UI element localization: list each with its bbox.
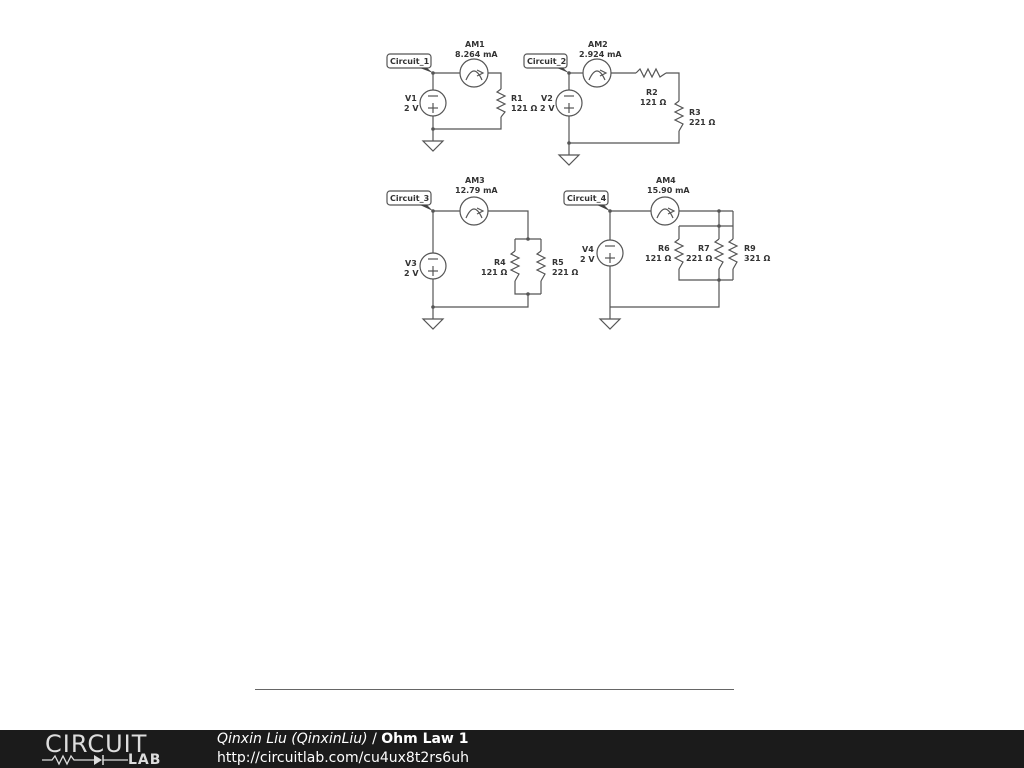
svg-text:321 Ω: 321 Ω (744, 254, 770, 263)
svg-text:R7: R7 (698, 244, 710, 253)
svg-text:R2: R2 (646, 88, 658, 97)
circuitlab-logo[interactable]: CIRCUIT LAB (42, 730, 182, 768)
logo-sub-text: LAB (128, 752, 162, 768)
voltage-source[interactable]: V4 2 V (580, 239, 624, 267)
net-tag[interactable]: Circuit_4 (563, 190, 610, 211)
divider (255, 689, 734, 690)
resistor[interactable]: R2 121 Ω (635, 67, 666, 107)
svg-text:Circuit_4: Circuit_4 (567, 194, 607, 203)
svg-text:R1: R1 (511, 94, 523, 103)
svg-text:R4: R4 (494, 258, 506, 267)
net-tag[interactable]: Circuit_1 (386, 53, 433, 73)
svg-text:121 Ω: 121 Ω (511, 104, 537, 113)
circuit-2: Circuit_2 V2 2 V AM2 2.924 mA R2 (523, 40, 715, 166)
ground-symbol (598, 318, 622, 330)
ground-symbol (557, 154, 581, 166)
logo-resistor-diode-icon (42, 754, 128, 766)
logo-text: CIRCUIT (45, 730, 148, 758)
circuit-3: Circuit_3 V3 2 V AM3 12.79 mA (386, 176, 578, 330)
ground-symbol (421, 318, 445, 330)
svg-text:AM3: AM3 (465, 176, 485, 185)
svg-text:221 Ω: 221 Ω (686, 254, 712, 263)
schematic-canvas: Circuit_1 V1 2 V AM1 8.264 mA R1 121 (386, 40, 770, 330)
separator: / (372, 731, 377, 747)
ground-symbol (421, 140, 445, 152)
net-tag[interactable]: Circuit_2 (523, 53, 569, 73)
ammeter[interactable]: AM1 8.264 mA (455, 40, 498, 88)
resistor[interactable]: R9 321 Ω (727, 238, 770, 270)
resistor[interactable]: R4 121 Ω (481, 250, 521, 282)
svg-text:2 V: 2 V (404, 269, 419, 278)
net-tag[interactable]: Circuit_3 (386, 190, 433, 211)
svg-text:2 V: 2 V (580, 255, 595, 264)
resistor[interactable]: R1 121 Ω (495, 88, 537, 118)
svg-text:R6: R6 (658, 244, 670, 253)
svg-text:V3: V3 (405, 259, 417, 268)
author-line: Qinxin Liu (QinxinLiu) / Ohm Law 1 (217, 731, 468, 747)
svg-text:V4: V4 (582, 245, 594, 254)
circuit-4: Circuit_4 V4 2 V (563, 176, 770, 330)
svg-text:2 V: 2 V (404, 104, 419, 113)
svg-text:Circuit_1: Circuit_1 (390, 57, 430, 66)
svg-text:221 Ω: 221 Ω (689, 118, 715, 127)
svg-text:8.264 mA: 8.264 mA (455, 50, 498, 59)
svg-text:R3: R3 (689, 108, 701, 117)
svg-text:12.79 mA: 12.79 mA (455, 186, 498, 195)
ammeter[interactable]: AM2 2.924 mA (579, 40, 622, 88)
svg-text:2 V: 2 V (540, 104, 555, 113)
circuit-1: Circuit_1 V1 2 V AM1 8.264 mA R1 121 (386, 40, 537, 152)
voltage-source[interactable]: V3 2 V (404, 252, 447, 280)
ammeter[interactable]: AM3 12.79 mA (455, 176, 498, 226)
svg-text:V2: V2 (541, 94, 553, 103)
footer-bar: CIRCUIT LAB Qinxin Liu (QinxinLiu) / Ohm… (0, 730, 1024, 768)
svg-text:V1: V1 (405, 94, 417, 103)
resistor[interactable]: R7 221 Ω (686, 238, 725, 270)
svg-text:AM4: AM4 (656, 176, 676, 185)
svg-text:Circuit_3: Circuit_3 (390, 194, 429, 203)
voltage-source[interactable]: V2 2 V (540, 89, 583, 117)
resistor[interactable]: R5 221 Ω (535, 250, 578, 282)
circuit-url[interactable]: http://circuitlab.com/cu4ux8t2rs6uh (217, 750, 469, 766)
svg-text:Circuit_2: Circuit_2 (527, 57, 566, 66)
svg-text:R5: R5 (552, 258, 564, 267)
resistor[interactable]: R3 221 Ω (673, 100, 715, 132)
svg-text:2.924 mA: 2.924 mA (579, 50, 622, 59)
svg-text:R9: R9 (744, 244, 756, 253)
voltage-source[interactable]: V1 2 V (404, 89, 447, 117)
svg-text:15.90 mA: 15.90 mA (647, 186, 690, 195)
svg-text:AM1: AM1 (465, 40, 485, 49)
svg-text:121 Ω: 121 Ω (481, 268, 507, 277)
author-name[interactable]: Qinxin Liu (QinxinLiu) (217, 731, 368, 747)
svg-text:221 Ω: 221 Ω (552, 268, 578, 277)
svg-text:AM2: AM2 (588, 40, 608, 49)
resistor[interactable]: R6 121 Ω (645, 238, 685, 270)
ammeter[interactable]: AM4 15.90 mA (647, 176, 690, 226)
svg-text:121 Ω: 121 Ω (640, 98, 666, 107)
svg-text:121 Ω: 121 Ω (645, 254, 671, 263)
circuit-title[interactable]: Ohm Law 1 (381, 731, 469, 747)
